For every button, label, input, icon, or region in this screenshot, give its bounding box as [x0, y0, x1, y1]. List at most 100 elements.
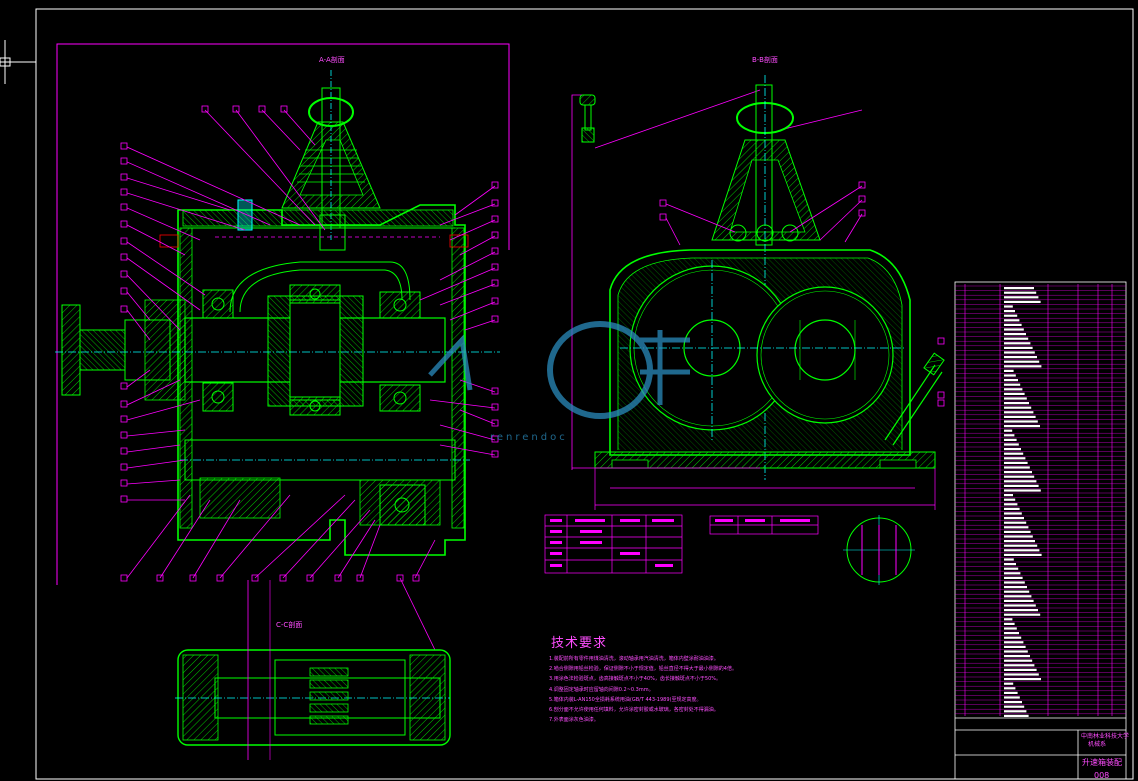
parts-row-text-mark — [1004, 314, 1018, 317]
parts-row-text-mark — [1004, 402, 1029, 405]
parts-row-text-mark — [1004, 627, 1017, 630]
parts-row-text-mark — [1004, 300, 1041, 303]
parts-row-text-mark — [1004, 604, 1036, 607]
parts-row-text-mark — [1004, 461, 1028, 464]
parts-row-text-mark — [1004, 636, 1022, 639]
drawing-frame — [0, 8, 1134, 780]
parts-row-text-mark — [1004, 360, 1040, 363]
tech-item: 6.剖分面不允许使用任何填料，允许涂密封胶或水玻璃，各密封处不得漏油。 — [549, 707, 719, 714]
parts-row-text-mark — [1004, 530, 1031, 533]
parts-row-text-mark — [1004, 710, 1027, 713]
parts-row-text-mark — [1004, 484, 1039, 487]
parts-row-text-mark — [1004, 434, 1015, 437]
parts-row-text-mark — [1004, 448, 1021, 451]
parts-row-text-mark — [1004, 365, 1042, 368]
parts-row-text-mark — [1004, 517, 1024, 520]
parts-row-text-mark — [1004, 659, 1033, 662]
parts-row-text-mark — [1004, 388, 1023, 391]
parts-list-rows — [964, 284, 1113, 716]
view-title-bb: B-B剖面 — [752, 56, 778, 64]
parts-row-text-mark — [1004, 374, 1016, 377]
part-balloons — [120, 105, 499, 582]
parts-row-text-mark — [1004, 425, 1040, 428]
parts-list — [954, 281, 1127, 780]
parts-row-text-mark — [1004, 411, 1034, 414]
parts-row-text-mark — [1004, 581, 1025, 584]
parts-row-text-mark — [1004, 535, 1033, 538]
parts-row-text-mark — [1004, 494, 1013, 497]
parts-row-text-mark — [1004, 696, 1020, 699]
parts-row-text-mark — [1004, 632, 1019, 635]
parts-row-text-mark — [1004, 379, 1018, 382]
parts-row-text-mark — [1004, 549, 1040, 552]
parts-row-text-mark — [1004, 305, 1013, 308]
parts-row-text-mark — [1004, 429, 1013, 432]
parts-row-text-mark — [1004, 397, 1027, 400]
parts-row-text-mark — [1004, 586, 1027, 589]
parts-row-text-mark — [1004, 521, 1027, 524]
parts-row-text-mark — [1004, 503, 1018, 506]
parts-row-text-mark — [1004, 599, 1034, 602]
parts-row-text-mark — [1004, 664, 1035, 667]
parts-row-text-mark — [1004, 323, 1022, 326]
parts-row-text-mark — [1004, 498, 1016, 501]
parts-row-text-mark — [1004, 622, 1015, 625]
parts-row-text-mark — [1004, 595, 1032, 598]
parts-row-text-mark — [1004, 351, 1035, 354]
parts-row-text-mark — [1004, 544, 1038, 547]
parts-row-text-mark — [1004, 319, 1020, 322]
tech-item: 2.啮合侧隙用铅丝检验，保证侧隙不小于规定值，铅丝直径不得大于最小侧隙的4倍。 — [549, 666, 737, 673]
parts-row-text-mark — [1004, 682, 1014, 685]
tech-requirements-title: 技术要求 — [551, 636, 608, 651]
parts-row-text-mark — [1004, 342, 1031, 345]
tech-item: 4.调整固定轴承时应留轴向间隙0.2~0.3mm。 — [549, 686, 654, 693]
parts-row-text-mark — [1004, 655, 1030, 658]
parts-row-text-mark — [1004, 287, 1034, 290]
leader-lines — [126, 109, 496, 651]
parts-row-text-mark — [1004, 701, 1022, 704]
parts-row-text-mark — [1004, 668, 1037, 671]
parts-row-text-mark — [1004, 613, 1041, 616]
parts-row-text-mark — [1004, 673, 1039, 676]
parts-row-text-mark — [1004, 563, 1016, 566]
title-block-code: 008 — [1094, 771, 1110, 780]
parts-row-text-mark — [1004, 443, 1019, 446]
parts-row-text-mark — [1004, 507, 1020, 510]
parts-row-text-mark — [1004, 590, 1030, 593]
watermark-text: renrendoc — [490, 432, 568, 443]
title-block-school: 中南林业科技大学 — [1081, 733, 1130, 740]
parts-row-text-mark — [1004, 333, 1026, 336]
parts-row-text-mark — [1004, 618, 1013, 621]
view-title-cc: C-C剖面 — [276, 621, 303, 629]
parts-row-text-mark — [1004, 346, 1033, 349]
parts-row-text-mark — [1004, 457, 1026, 460]
parts-row-text-mark — [1004, 369, 1014, 372]
parts-row-text-mark — [1004, 392, 1025, 395]
parts-row-text-mark — [1004, 714, 1029, 717]
detail-view — [843, 515, 915, 585]
parts-row-text-mark — [1004, 567, 1019, 570]
parts-list-entries — [955, 285, 1126, 717]
parts-row-text-mark — [1004, 415, 1036, 418]
parts-row-text-mark — [1004, 705, 1025, 708]
parts-row-text-mark — [1004, 609, 1038, 612]
bottom-view — [175, 580, 451, 760]
main-section-view — [55, 43, 510, 585]
parts-row-text-mark — [1004, 452, 1024, 455]
parts-row-text-mark — [1004, 471, 1032, 474]
parts-row-text-mark — [1004, 540, 1035, 543]
title-block-name: 升速箱装配 — [1082, 758, 1122, 767]
parts-row-text-mark — [1004, 641, 1024, 644]
parts-row-text-mark — [1004, 526, 1029, 529]
title-block-dept: 机械系 — [1088, 741, 1107, 748]
tech-item: 5.箱体内装L-AN150全损耗系统用油(GB/T 443-1989)至规定高度… — [549, 696, 702, 703]
parts-row-text-mark — [1004, 650, 1028, 653]
side-view — [571, 75, 945, 510]
parts-row-text-mark — [1004, 512, 1022, 515]
gear-parameter-table — [544, 514, 819, 574]
parts-row-text-mark — [1004, 296, 1039, 299]
tech-item: 7.外表面涂灰色油漆。 — [549, 717, 599, 724]
parts-row-text-mark — [1004, 687, 1016, 690]
parts-row-text-mark — [1004, 406, 1032, 409]
parts-row-text-mark — [1004, 475, 1035, 478]
